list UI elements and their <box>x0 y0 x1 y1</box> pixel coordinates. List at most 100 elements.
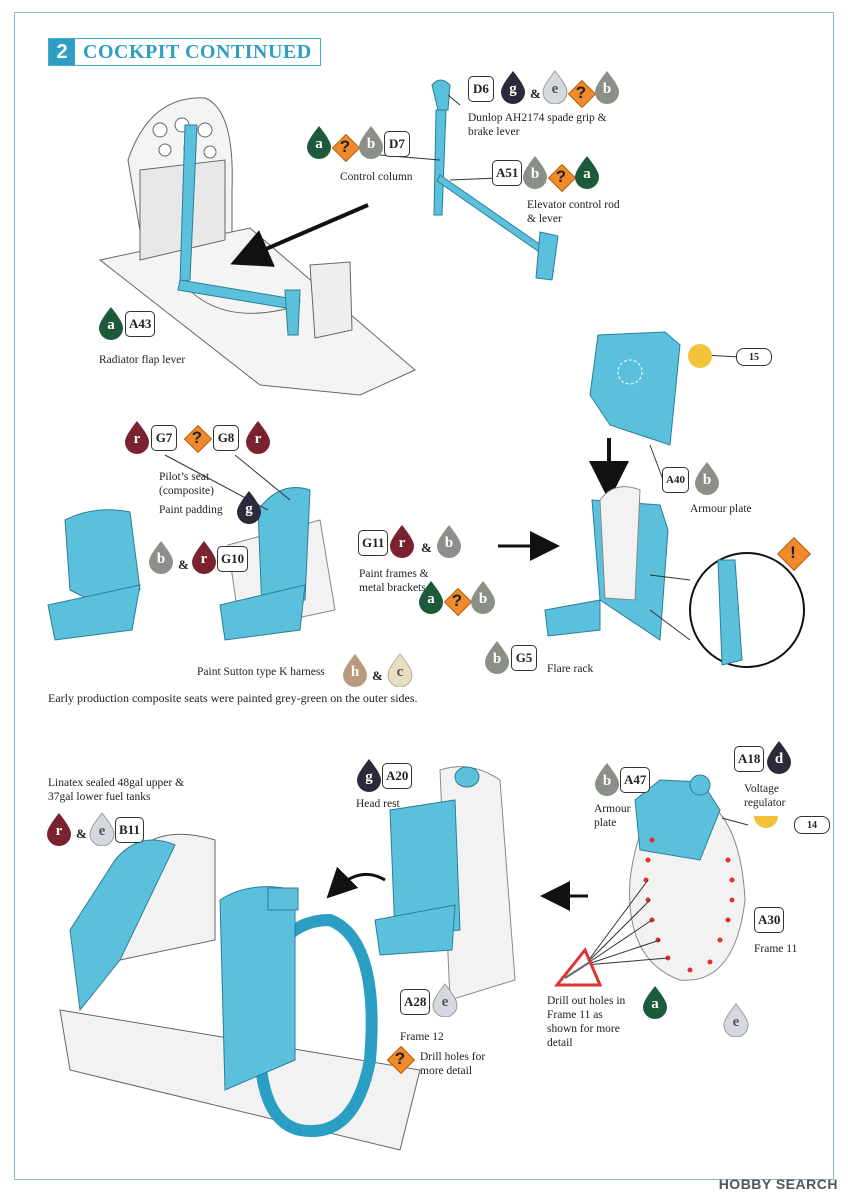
label-frame-12: Frame 12 <box>400 1031 444 1043</box>
step-header: 2 COCKPIT CONTINUED <box>48 38 321 66</box>
ampersand: & <box>372 668 383 683</box>
ampersand: & <box>178 557 189 572</box>
step-number: 2 <box>49 39 75 65</box>
seat-headrest-blue <box>374 766 480 956</box>
part-A18: A18 <box>734 746 765 772</box>
paint-r-drop: r <box>46 812 72 846</box>
ampersand: & <box>76 826 87 841</box>
seat-frame-center <box>599 486 641 601</box>
label-voltage: Voltage regulator <box>744 783 786 809</box>
decal-dot-14 <box>754 816 778 828</box>
drill-warning-icon <box>553 947 603 987</box>
paint-e-drop: e <box>89 812 115 846</box>
part-A43: A43 <box>125 311 156 337</box>
watermark: HOBBY SEARCH <box>718 1176 838 1192</box>
paint-b-drop: b <box>594 70 620 104</box>
paint-e-drop: e <box>432 983 458 1017</box>
decal-dot-15 <box>688 344 712 368</box>
paint-e-drop: e <box>542 70 568 104</box>
control-column-exploded <box>431 79 559 281</box>
paint-b-drop: b <box>148 540 174 574</box>
caution-diamond: ? <box>443 587 473 617</box>
paint-r-drop: r <box>191 540 217 574</box>
control-column-highlight <box>177 124 301 336</box>
part-G10: G10 <box>217 546 249 572</box>
part-D6: D6 <box>468 76 494 102</box>
callout-14: 14 <box>794 816 830 834</box>
label-drill-out: Drill out holes in Frame 11 as shown for… <box>547 995 626 1049</box>
paint-g-drop: g <box>500 70 526 104</box>
paint-a-drop: a <box>306 125 332 159</box>
paint-b-drop: b <box>470 580 496 614</box>
paint-b-drop: b <box>522 155 548 189</box>
paint-b-drop: b <box>358 125 384 159</box>
seat-headrest-assembly <box>439 766 516 1001</box>
caution-diamond: ? <box>567 79 597 109</box>
paint-d-drop: d <box>766 740 792 774</box>
label-drill-detail: Drill holes for more detail <box>420 1051 486 1077</box>
detail-magnifier <box>689 552 805 668</box>
label-radiator: Radiator flap lever <box>99 354 186 366</box>
seat-back-blue <box>219 487 311 641</box>
part-A51: A51 <box>492 160 523 186</box>
label-flare-rack: Flare rack <box>547 663 594 675</box>
caution-diamond: ? <box>547 163 577 193</box>
label-control-column: Control column <box>340 171 413 183</box>
caution-diamond: ? <box>331 133 361 163</box>
label-paint-padding: Paint padding <box>159 504 223 516</box>
paint-b-drop: b <box>694 461 720 495</box>
part-G7: G7 <box>151 425 177 451</box>
part-G11: G11 <box>358 530 389 556</box>
paint-c-drop: c <box>387 653 413 687</box>
label-armour-plate: Armour plate <box>690 503 752 515</box>
paint-b-drop: b <box>436 524 462 558</box>
page-border <box>14 12 834 1180</box>
label-spade-grip: Dunlop AH2174 spade grip & brake lever <box>468 112 607 138</box>
paint-r-drop: r <box>389 524 415 558</box>
note-early-production: Early production composite seats were pa… <box>48 691 418 705</box>
label-pilot-seat: Pilot’s seat (composite) <box>159 471 214 497</box>
ampersand: & <box>421 540 432 555</box>
warning-diamond: ! <box>777 537 811 571</box>
label-paint-frames: Paint frames & metal brackets <box>359 568 429 594</box>
drill-leaders <box>584 817 749 966</box>
composite-seat <box>47 509 141 641</box>
part-D7: D7 <box>384 131 410 157</box>
paint-g-drop: g <box>236 490 262 524</box>
part-A40: A40 <box>662 467 689 493</box>
part-B11: B11 <box>115 817 144 843</box>
frame-blue-panel <box>219 886 299 1091</box>
paint-h-drop: h <box>342 653 368 687</box>
fuel-tank-blue <box>69 839 176 1012</box>
frame-11-armour <box>634 774 721 861</box>
caution-diamond: ? <box>183 424 213 454</box>
callout-15: 15 <box>736 348 772 366</box>
part-A30: A30 <box>754 907 785 933</box>
paint-e-drop: e <box>723 1003 749 1037</box>
armour-plate-part <box>589 331 681 446</box>
paint-a-drop: a <box>98 306 124 340</box>
paint-a-drop: a <box>574 155 600 189</box>
label-elevator: Elevator control rod & lever <box>527 199 620 225</box>
paint-r-drop: r <box>124 420 150 454</box>
label-armour-plate-2: Armour plate <box>594 803 631 829</box>
part-A28: A28 <box>400 989 431 1015</box>
label-fuel-tanks: Linatex sealed 48gal upper & 37gal lower… <box>48 777 185 803</box>
paint-r-drop: r <box>245 420 271 454</box>
label-frame-11: Frame 11 <box>754 943 798 955</box>
part-A20: A20 <box>382 763 413 789</box>
label-sutton: Paint Sutton type K harness <box>197 666 325 678</box>
paint-a-drop: a <box>418 580 444 614</box>
drill-caution-diamond: ? <box>386 1045 416 1075</box>
ampersand: & <box>530 86 541 101</box>
paint-b-drop: b <box>594 762 620 796</box>
step-title: COCKPIT CONTINUED <box>83 40 312 63</box>
part-G8: G8 <box>213 425 239 451</box>
paint-g-drop: g <box>356 758 382 792</box>
paint-a-drop: a <box>642 985 668 1019</box>
paint-b-drop: b <box>484 640 510 674</box>
part-A47: A47 <box>620 767 651 793</box>
label-head-rest: Head rest <box>356 798 400 810</box>
part-G5: G5 <box>511 645 537 671</box>
